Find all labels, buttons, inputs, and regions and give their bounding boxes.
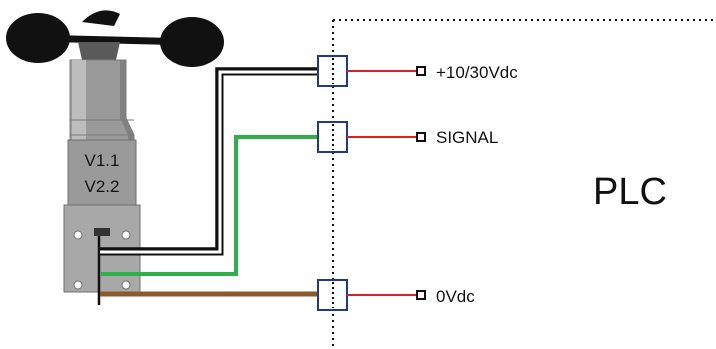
anemometer-sensor: V1.1 V2.2 xyxy=(6,10,224,305)
signal-wire xyxy=(100,135,320,276)
device-label-line1: V1.1 xyxy=(85,151,120,170)
sensor-wires xyxy=(100,67,320,297)
terminal-3-square-icon xyxy=(416,290,426,300)
device-label-line2: V2.2 xyxy=(85,177,120,196)
terminal-label-signal: SIGNAL xyxy=(436,128,498,147)
terminal-block-2 xyxy=(317,121,426,153)
terminal-block-3 xyxy=(317,279,426,311)
anemometer-cups-icon xyxy=(6,10,224,67)
terminal-2-square-icon xyxy=(416,132,426,142)
terminal-1-square-icon xyxy=(416,66,426,76)
terminal-label-power: +10/30Vdc xyxy=(436,63,518,82)
plc-label: PLC xyxy=(593,171,667,213)
terminal-block-1 xyxy=(317,55,426,87)
terminal-label-ground: 0Vdc xyxy=(436,287,475,306)
